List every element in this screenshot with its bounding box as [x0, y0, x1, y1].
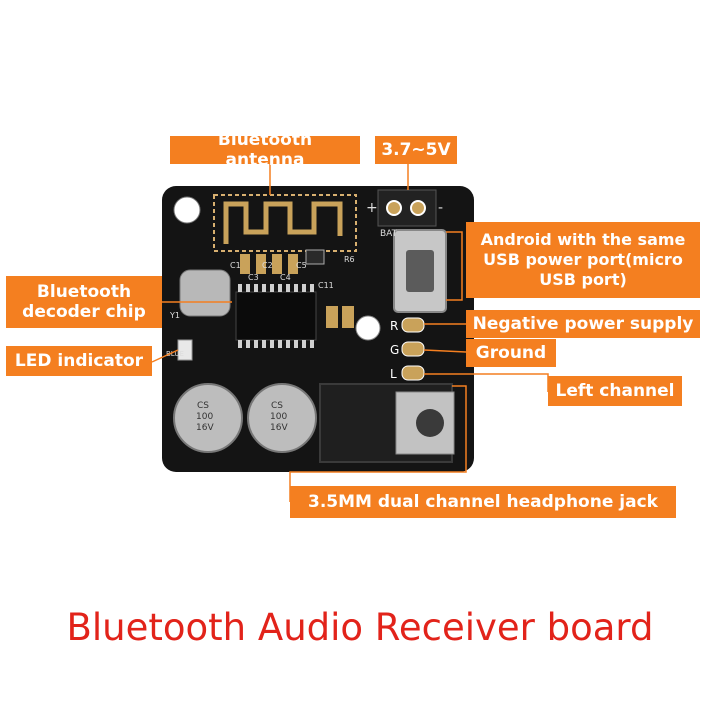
- smd-part: [326, 306, 338, 328]
- mark-minus: -: [438, 200, 443, 216]
- jack-hole: [416, 409, 444, 437]
- power-pad-minus: [410, 200, 426, 216]
- mounting-hole: [173, 196, 201, 224]
- mark-c2: C2: [262, 261, 273, 270]
- test-pad: [355, 315, 381, 341]
- callout-negative-power: Negative power supply: [466, 310, 700, 338]
- chip-pins: [238, 284, 314, 348]
- pad-r: [401, 317, 425, 333]
- leader-ground: [423, 349, 467, 353]
- mark-c3: C3: [248, 273, 259, 282]
- smd-part: [272, 254, 282, 274]
- leader-led: [151, 349, 179, 363]
- micro-usb-slot: [406, 250, 434, 292]
- callout-left-channel: Left channel: [548, 376, 682, 406]
- mark-plus: +: [366, 200, 378, 216]
- mark-c11: C11: [318, 281, 334, 290]
- callout-voltage: 3.7~5V: [375, 136, 457, 164]
- mark-bat: BAT: [380, 229, 398, 239]
- mark-y1: Y1: [169, 311, 180, 320]
- antenna-trace: [223, 201, 343, 244]
- pad-l: [401, 365, 425, 381]
- mark-g: G: [390, 343, 399, 357]
- smd-part: [240, 254, 250, 274]
- smd-part: [288, 254, 298, 274]
- antenna-area: [213, 194, 357, 252]
- leader-usb: [446, 231, 463, 301]
- mark-blue: BLUE: [166, 350, 184, 358]
- callout-headphone-jack: 3.5MM dual channel headphone jack: [290, 486, 676, 518]
- mark-c4: C4: [280, 273, 291, 282]
- crystal: [179, 269, 231, 317]
- smd-part: [305, 249, 325, 265]
- mark-c5: C5: [296, 261, 307, 270]
- smd-part: [342, 306, 354, 328]
- mark-r: R: [390, 319, 398, 333]
- caption-title: Bluetooth Audio Receiver board: [66, 606, 654, 649]
- mark-r6: R6: [344, 255, 355, 264]
- jack-barrel: [395, 391, 455, 455]
- callout-bluetooth-antenna: Bluetooth antenna: [170, 130, 360, 170]
- leader-lines: [151, 162, 549, 502]
- decoder-chip: [235, 291, 317, 341]
- capacitor-right: [247, 383, 317, 453]
- pad-g: [401, 341, 425, 357]
- capacitor-left: [173, 383, 243, 453]
- callout-ground: Ground: [466, 339, 556, 367]
- mark-l: L: [390, 367, 397, 381]
- callout-decoder-chip: Bluetooth decoder chip: [6, 276, 162, 328]
- callout-led-indicator: LED indicator: [6, 346, 152, 376]
- power-pad-plus: [386, 200, 402, 216]
- callout-usb-port: Android with the same USB power port(mic…: [466, 222, 700, 298]
- smd-part: [256, 254, 266, 274]
- mark-c1: C1: [230, 261, 241, 270]
- power-header: [377, 189, 437, 227]
- leader-jack: [289, 385, 467, 502]
